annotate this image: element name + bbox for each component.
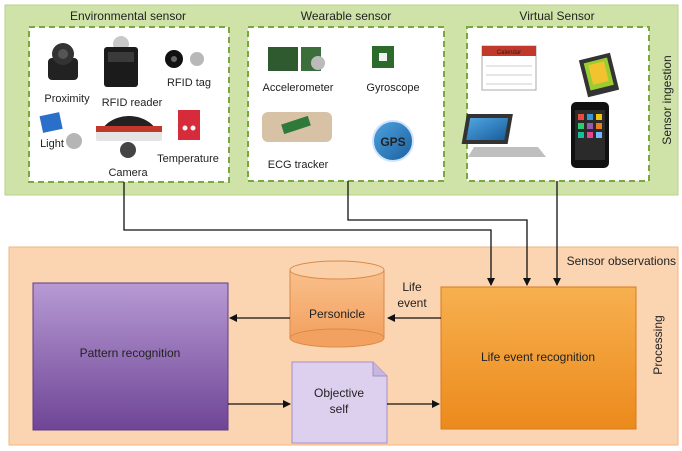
laptop-icon	[461, 114, 546, 157]
light-sensor-icon	[39, 112, 82, 149]
pattern-recognition-box	[32, 282, 229, 431]
virtual-sensor-title: Virtual Sensor	[519, 9, 594, 23]
temperature-label: Temperature	[157, 153, 219, 165]
life-event-recognition-label: Life event recognition	[481, 350, 595, 364]
proximity-label: Proximity	[44, 93, 90, 105]
light-label: Light	[40, 138, 64, 150]
gyroscope-label: Gyroscope	[366, 82, 419, 94]
personicle-label: Personicle	[309, 307, 365, 321]
accelerometer-icon	[268, 47, 325, 71]
ecg-tracker-icon	[262, 112, 332, 142]
life-event-edge-label-line2: event	[397, 296, 427, 310]
environmental-to-life-event-arrow	[123, 182, 495, 286]
objective-self-label-line2: self	[330, 402, 349, 416]
proximity-sensor-icon	[48, 43, 78, 80]
ecg-tracker-label: ECG tracker	[268, 159, 329, 171]
rfid-tag-label: RFID tag	[167, 77, 211, 89]
temperature-sensor-icon	[178, 110, 200, 140]
rfid-reader-icon	[104, 36, 138, 87]
rfid-tag-icon	[165, 50, 204, 68]
gps-icon: GPS	[372, 120, 414, 162]
personicle-database	[289, 260, 385, 348]
gyroscope-icon	[372, 46, 394, 68]
processing-label: Processing	[651, 315, 665, 374]
environmental-sensor-title: Environmental sensor	[70, 9, 186, 23]
smartphone-icon	[571, 102, 609, 168]
life-event-edge-label-line1: Life	[402, 280, 422, 294]
gps-label: GPS	[380, 135, 405, 149]
wearable-to-life-event-arrow	[347, 181, 531, 286]
sensor-ingestion-label: Sensor ingestion	[660, 55, 674, 144]
life-event-recognition-box	[440, 286, 637, 430]
rfid-reader-label: RFID reader	[102, 97, 163, 109]
accelerometer-label: Accelerometer	[263, 82, 334, 94]
camera-label: Camera	[108, 167, 148, 179]
sensor-observations-label: Sensor observations	[567, 254, 676, 268]
objective-self-fold	[372, 362, 387, 377]
objective-self-label-line1: Objective	[314, 386, 364, 400]
calendar-icon: Calendar	[481, 45, 537, 91]
camera-icon	[96, 116, 162, 158]
objective-self-document	[291, 361, 388, 444]
wearable-sensor-title: Wearable sensor	[301, 9, 392, 23]
calendar-header-text: Calendar	[497, 50, 521, 56]
tablet-icon	[578, 52, 620, 98]
pattern-recognition-label: Pattern recognition	[80, 346, 181, 360]
